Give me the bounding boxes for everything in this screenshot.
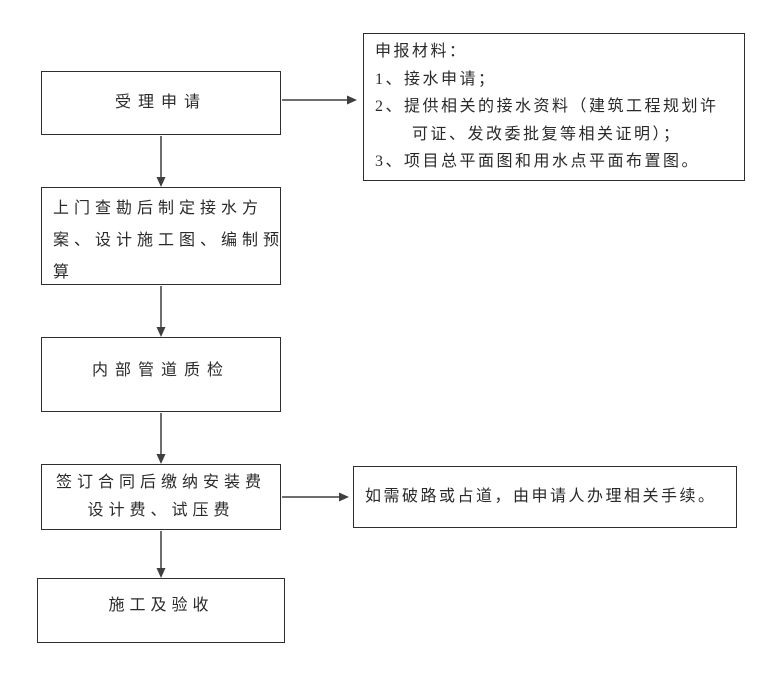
note-line-title: 申报材料： (375, 43, 468, 61)
arrow-step1-to-materials (282, 95, 357, 105)
note-line-item3: 3、项目总平面图和用水点平面布置图。 (375, 153, 701, 171)
note-line-item2-continued: 可证、发改委批复等相关证明）； (412, 125, 682, 143)
flow-step-label-line: 案、设计施工图、编制预 (53, 232, 285, 249)
flow-step-internal-pipe-inspection: 内部管道质检 (41, 337, 281, 412)
note-text: 如需破路或占道，由申请人办理相关手续。 (365, 488, 717, 506)
flow-step-label-line: 设计费、试压费 (87, 502, 235, 519)
flow-step-sign-contract-pay-fees: 签订合同后缴纳安装费 设计费、试压费 (41, 464, 281, 530)
note-application-materials: 申报材料： 1、接水申请； 2、提供相关的接水资料（建筑工程规划许 可证、发改委… (363, 33, 745, 181)
flow-step-site-survey-plan: 上门查勘后制定接水方 案、设计施工图、编制预 算 (41, 187, 281, 285)
flow-step-label: 施工及验收 (108, 596, 214, 614)
flow-step-construction-acceptance: 施工及验收 (37, 578, 285, 643)
arrow-step4-to-roadnote (282, 492, 349, 502)
flow-step-label-line: 签订合同后缴纳安装费 (55, 474, 266, 491)
note-line-item1: 1、接水申请； (375, 70, 497, 88)
flow-step-accept-application: 受理申请 (41, 71, 281, 135)
arrow-step3-to-step4 (156, 413, 166, 464)
flow-step-label-line: 算 (53, 264, 75, 281)
arrow-step4-to-step5 (156, 531, 166, 578)
note-line-item2: 2、提供相关的接水资料（建筑工程规划许 (375, 98, 719, 116)
note-road-breaking-procedure: 如需破路或占道，由申请人办理相关手续。 (353, 466, 737, 528)
flow-step-label-line: 上门查勘后制定接水方 (53, 200, 264, 217)
flow-step-label: 内部管道质检 (91, 361, 230, 379)
arrow-step1-to-step2 (156, 136, 166, 187)
arrow-step2-to-step3 (156, 286, 166, 337)
flow-step-label: 受理申请 (114, 94, 207, 112)
